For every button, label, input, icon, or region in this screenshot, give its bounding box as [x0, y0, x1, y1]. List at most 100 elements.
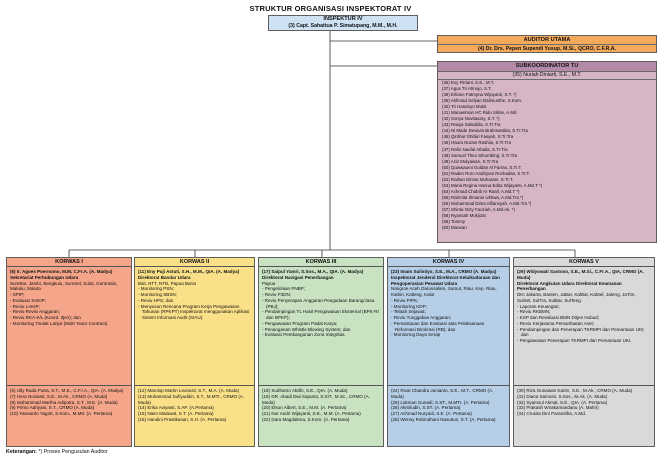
- korwas-unit: Inspektorat Jenderal Direktorat Kelaikud…: [391, 274, 500, 286]
- korwas-staff: (14) Erika Aviyanti, S.AP. (A.Pertama): [138, 405, 214, 411]
- korwas-staff: (20) Elson Albert, S.E., M.M. (A. Pertam…: [262, 405, 347, 411]
- auditor-utama-role: AUDITOR UTAMA: [438, 36, 656, 45]
- legend: Keterangan: *) Proses Pengusulan Auditor: [6, 449, 108, 455]
- korwas-task: - Monitoring SBSN;: [138, 292, 177, 297]
- staff-item: (53) Maria Regina Hanna Edita Wijayanti,…: [442, 182, 543, 188]
- korwas-column[interactable]: KORWAS IV (23) Imam Sulistiyo, S.E., M.A.…: [387, 257, 510, 447]
- subkoordinator-head: (35) Nuriah Diniarti, S.E., M.T.: [438, 72, 656, 80]
- korwas-staff: (9) Primo Adriyani, S.T., CRMO (A. Muda): [10, 405, 95, 411]
- staff-item: (50) Quwwaumi Goldan Al Farras, S.Tr.T.: [442, 164, 522, 170]
- korwas-column[interactable]: KORWAS V (29) Widyowati Santoso, S.E., M.…: [513, 257, 655, 447]
- page-title: STRUKTUR ORGANISASI INSPEKTORAT IV: [249, 4, 412, 13]
- staff-item: (36) Evy Fitriani, S.E., M.T.: [442, 80, 495, 85]
- korwas-column[interactable]: KORWAS I(5) Ir. Agoes Poernomo, M.M, C.F…: [6, 257, 132, 447]
- inspektur-box[interactable]: INSPEKTUR IV (3) Capt. Sahattua P. Simat…: [268, 15, 418, 31]
- korwas-head: (23) Imam Sulistiyo, S.E., M.A., CRMO (A…: [391, 269, 497, 274]
- korwas-unit: Direktorat Bandar Udara: [138, 274, 191, 280]
- korwas-staff: (8) Muhammad Martha Adiputra, S.T., M.E.…: [10, 399, 118, 405]
- auditor-utama-box[interactable]: AUDITOR UTAMA (4) Dr. Drs. Pepen Supendi…: [437, 35, 657, 53]
- korwas-title: KORWAS IV: [388, 258, 509, 267]
- korwas-staff: (15) Naim Malawat, S.T. (A. Pertama): [138, 411, 214, 416]
- korwas-staff: (24) Rivai Chandra Junianto, S.E., M.T.,…: [391, 388, 494, 399]
- staff-item: (41) Manuelman HC Rido Sihite, A.Md: [442, 110, 517, 116]
- korwas-task: - Telaah Sejawat;: [391, 309, 426, 315]
- korwas-task: - Pemantauan dan Evaluasi atas Pelaksana…: [391, 320, 485, 332]
- subkoordinator-role: SUBKOORDINATOR TU: [438, 62, 656, 72]
- korwas-task: - Monitoring Tindak Lanjut (Multi Years …: [10, 320, 109, 326]
- korwas-task: - Pengawasan Penerapan TKRMPI dan Pemant…: [517, 338, 632, 343]
- korwas-task-list: - SPIP;- Evaluasi SAKIP;- Reviu LAKIP;- …: [10, 292, 128, 327]
- korwas-body: (17) Saipul Yamri, S.Sos., M.A., QIA. (A…: [259, 267, 383, 385]
- korwas-task: - Reviu RKA-K/L (Koord. Itjen); dan: [10, 315, 81, 320]
- korwas-task: - Reviu LAKIP;: [10, 303, 40, 309]
- staff-item: (59) Tommy: [442, 219, 466, 225]
- korwas-head: (29) Widyowati Santoso, S.E., M.Si., C.F…: [517, 269, 644, 280]
- staff-item: (49) Aziz Mulyawan, S.Tr.Tra: [442, 158, 499, 164]
- staff-item: (58) Ryansah Mukjizat: [442, 213, 486, 219]
- staff-item: (39) Akhmad Sofyan Dalimunthe, S.Kom.: [442, 98, 523, 104]
- staff-item: (56) Muhammad Dima Alfiansyah, A.Md.Tra …: [442, 200, 532, 206]
- korwas-body: (11) Eny Puji Astuti, S.H., M.M., QIA. (…: [135, 267, 254, 385]
- staff-item: (57) Shinta Octy Faoziah, A.Md.Ak. *): [442, 206, 515, 212]
- korwas-head: (5) Ir. Agoes Poernomo, M.M, C.Fr.A. (A.…: [10, 269, 113, 274]
- korwas-region: DKI Jakarta, Banten, JaBar, KalBar, KalS…: [517, 292, 636, 303]
- korwas-staff: (18) Sudharso Abdhi, S.E., QIA. (A. Muda…: [262, 388, 348, 393]
- staff-item: (54) Achmad Chabib Ar Raaif, A.Md.T *): [442, 188, 520, 194]
- korwas-staff: (6) Ully Rada Putra, S.T., M.E., C.F.r.A…: [10, 388, 124, 393]
- staff-item: (48) Samuel Theo Sihombing, S.Tr.Tra: [442, 152, 517, 158]
- staff-item: (40) Tri Handoyo Mukti: [442, 104, 487, 110]
- korwas-staff: (32) Syamsul Akmal, S.E., QIA. (A. Perta…: [517, 399, 608, 405]
- korwas-staff: (34) Crusita Dini Paramitha, A.Md.: [517, 411, 586, 416]
- korwas-staff: (10) Yanoardo Yagob, S.Kom., M.Mtr. (A. …: [10, 411, 113, 416]
- korwas-staff: (7) Hera Novianti, S.E., M.Ak., CRMO (A.…: [10, 393, 108, 399]
- korwas-staff: (21) Nur Andri Wijayanti, S.E., M.M. (A.…: [262, 411, 361, 416]
- staff-item: (55) Rahmita Ihmanie Ukhwa, A.Md.Tra *): [442, 194, 524, 200]
- korwas-task: - Pendampingan TL Hasil Pengawasan Ekste…: [262, 309, 379, 320]
- korwas-head: (17) Saipul Yamri, S.Sos., M.A., QIA. (A…: [262, 269, 364, 274]
- korwas-staff: (30) Riza Gunawan Karim, S.E., M.Ak., CR…: [517, 388, 633, 393]
- korwas-task: - Monitoring KDP;: [391, 303, 427, 309]
- korwas-column[interactable]: KORWAS III (17) Saipul Yamri, S.Sos., M.A…: [258, 257, 384, 447]
- korwas-staff: (12) Marolop Martin Leonard, S.T., M.A. …: [138, 388, 240, 393]
- korwas-task: - Monitoring PSN;: [138, 286, 174, 292]
- korwas-staff: (33) Prakash Wirakamandanu (A. Mahir): [517, 405, 599, 411]
- korwas-column[interactable]: KORWAS II(11) Eny Puji Astuti, S.H., M.M…: [134, 257, 255, 447]
- korwas-region: Papua: [262, 280, 276, 286]
- korwas-task: - Pengelolaan PNBP;: [262, 286, 305, 292]
- staff-item: (44) Ni Made Dewivia Brahmantika, S.Tr.T…: [442, 128, 528, 134]
- staff-item: (52) Raihan Dimas Muharam, S.Tr.T.: [442, 176, 514, 182]
- korwas-title: KORWAS II: [135, 258, 254, 267]
- korwas-task: - SPIP;: [10, 292, 25, 297]
- korwas-task-list: - Reviu PIPK;- Monitoring KDP;- Telaah S…: [391, 298, 506, 338]
- staff-item: (47) Rafio Naufal Athalla, S.Tr.Tra: [442, 146, 508, 152]
- staff-item: (38) Erliane Fatmyna Wijayanti, S.T. *): [442, 92, 517, 98]
- korwas-staff-list: (30) Riza Gunawan Karim, S.E., M.Ak., CR…: [514, 385, 654, 419]
- korwas-staff: (25) Lukman Gunadi, S.ST., M.MTr. (A. Pe…: [391, 399, 490, 405]
- staff-item: (46) Haura Nurani Rashiia, S.Tr.Tra: [442, 140, 511, 146]
- korwas-region: Nangroe Aceh Darussalam, Sumut, Riau, Ke…: [391, 286, 497, 297]
- korwas-task: - Laporan Keuangan;: [517, 303, 560, 309]
- korwas-title: KORWAS III: [259, 258, 383, 267]
- subkoordinator-box[interactable]: SUBKOORDINATOR TU (35) Nuriah Diniarti, …: [437, 61, 657, 243]
- korwas-task: - Penanganan Whistle Blowing System; dan: [262, 326, 351, 332]
- korwas-region: Bali, NTT, NTB, Papua Barat: [138, 280, 196, 286]
- staff-item: (60) Marwan: [442, 225, 467, 231]
- korwas-task: - Monitoring Daya Serap: [391, 332, 441, 338]
- korwas-title: KORWAS V: [514, 258, 654, 267]
- korwas-task-list: - Pengelolaan PNBP;- Reviu P3DN;- Reviu …: [262, 286, 380, 338]
- korwas-task: - Reviu Tunggakan Anggaran;: [391, 315, 452, 320]
- auditor-utama-name: (4) Dr. Drs. Pepen Supendi Yusup, M.Si.,…: [478, 46, 616, 52]
- korwas-task: - Reviu PIPK;: [391, 297, 419, 303]
- korwas-task: - KSP dan Revaluasi BMN Ditjen Hubud;: [517, 315, 600, 320]
- korwas-task: - Reviu Penyerapan Anggaran Pengadaan Ba…: [262, 297, 375, 309]
- staff-item: (51) Raden Roro Andriyani Rochadita, S.T…: [442, 170, 530, 176]
- korwas-staff: (26) Akmiludin, S.ST. (A. Pertama): [391, 405, 461, 411]
- staff-item: (43) Rasya Salsabila, S.Tr.Tra: [442, 122, 501, 128]
- inspektur-name: (3) Capt. Sahattua P. Simatupang, M.M., …: [288, 23, 398, 29]
- korwas-region: SumBar, Jambi, Bengkulu, SumSel, Sulut, …: [10, 280, 118, 292]
- korwas-task: - Reviu HPS; dan: [138, 297, 174, 303]
- subkoordinator-staff-list: (36) Evy Fitriani, S.E., M.T.(37) Agus T…: [438, 80, 656, 231]
- korwas-unit: Sekretariat Perhubungan Udara: [10, 274, 79, 280]
- korwas-staff-list: (24) Rivai Chandra Junianto, S.E., M.T.,…: [388, 385, 509, 425]
